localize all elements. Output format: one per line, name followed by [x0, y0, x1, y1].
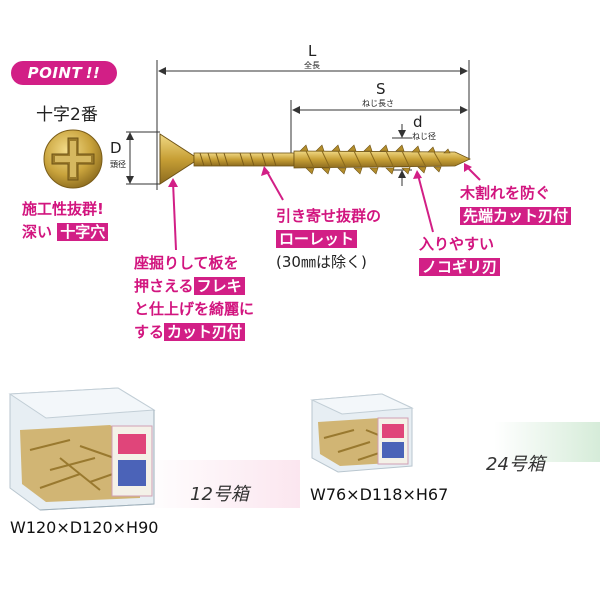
box-12-size: W120×D120×H90	[10, 518, 159, 537]
callout-knurl-highlight: ローレット	[276, 230, 358, 248]
callout-head-highlight1: フレキ	[193, 277, 245, 295]
s-dimension-letter: S	[376, 80, 386, 98]
callout-knurl-note: (30㎜は除く)	[276, 253, 367, 271]
d-head-caption: 頭径	[110, 160, 126, 169]
s-dimension-caption: ねじ長さ	[362, 99, 394, 108]
l-dimension-caption: 全長	[304, 61, 320, 70]
box-24-label: 24号箱	[486, 454, 545, 475]
callout-head-cut: 座掘りして板を 押さえるフレキ と仕上げを綺麗に するカット刃付	[134, 252, 254, 344]
d-head-letter: D	[110, 139, 122, 157]
callout-knurl-line1: 引き寄せ抜群の	[276, 207, 382, 225]
callout-saw-line1: 入りやすい	[419, 235, 495, 253]
box-24-photo	[310, 393, 600, 473]
callout-cross-recess: 施工性抜群! 深い 十字穴	[22, 198, 109, 244]
l-dimension-letter: L	[308, 42, 317, 60]
callout-saw-thread: 入りやすい ノコギリ刃	[419, 233, 501, 279]
callout-head-line4: する	[134, 323, 165, 341]
d-thread-caption: ねじ径	[412, 132, 436, 141]
point-badge: POINT !!	[11, 61, 117, 85]
callout-saw-highlight: ノコギリ刃	[419, 258, 501, 276]
callout-tip-line1: 木割れを防ぐ	[460, 184, 551, 202]
callout-knurl: 引き寄せ抜群の ローレット (30㎜は除く)	[276, 205, 381, 274]
screw-head-icon	[43, 129, 103, 189]
callout-tip-highlight: 先端カット刃付	[460, 207, 572, 225]
head-type-label: 十字2番	[36, 105, 98, 125]
callout-head-line2: 押さえる	[134, 277, 194, 295]
callout-tip-cut: 木割れを防ぐ 先端カット刃付	[460, 182, 572, 228]
box-12-label: 12号箱	[190, 484, 249, 505]
callout-cross-line1: 施工性抜群!	[22, 200, 104, 218]
box-24-size: W76×D118×H67	[310, 485, 449, 504]
box-12-photo	[8, 387, 300, 511]
callout-head-highlight2: カット刃付	[164, 323, 246, 341]
callout-cross-line2: 深い	[22, 223, 53, 241]
callout-head-line3: と仕上げを綺麗に	[134, 300, 255, 318]
d-thread-letter: d	[413, 113, 423, 131]
callout-cross-highlight: 十字穴	[57, 223, 109, 241]
callout-head-line1: 座掘りして板を	[134, 254, 239, 272]
